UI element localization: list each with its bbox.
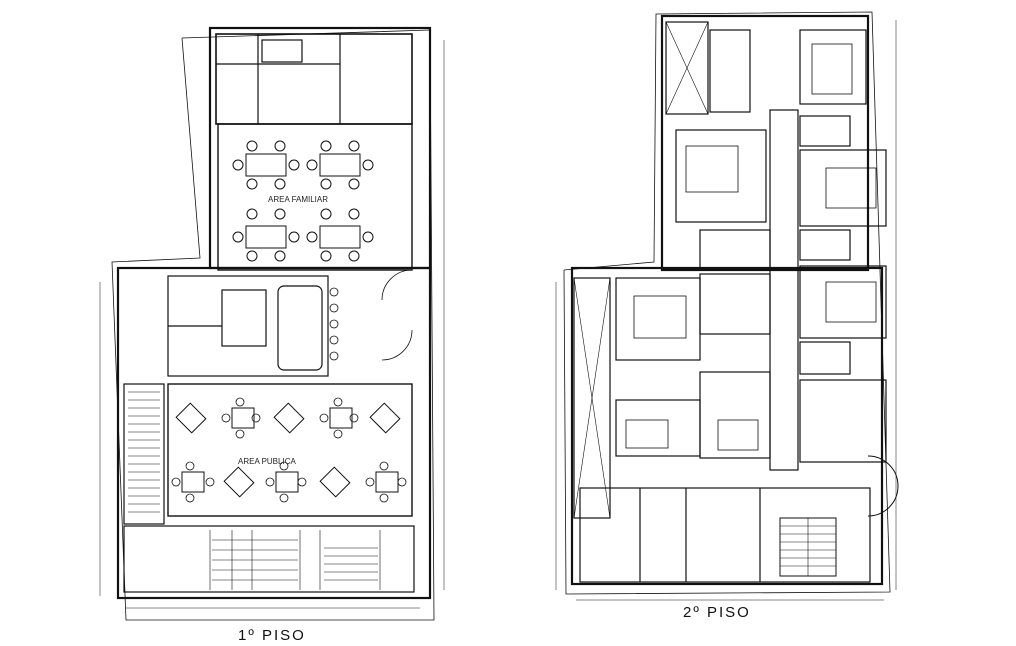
floor-2-bedroom-right-4 [799, 379, 887, 463]
floor-2-bedroom-right-1 [799, 29, 867, 105]
floor-2-corridor [769, 109, 799, 471]
floor-2-bedroom-right-3 [799, 265, 887, 339]
floor-1-left-corridor [123, 383, 165, 525]
floor-2-lower-block-wall [570, 266, 884, 586]
floor-2-plan [555, 11, 899, 601]
floor-1-family-area-room [217, 123, 413, 271]
floor-1-plan [99, 26, 445, 621]
public-area-tables [171, 287, 407, 503]
floor-2-bedroom-center [699, 371, 771, 459]
public-area-label: AREA PUBLICA [238, 457, 296, 466]
floor-2-top-void [665, 21, 709, 115]
floor-1-public-area-room [167, 383, 413, 517]
floor-1-site-boundary [111, 29, 435, 621]
family-area-label: AREA FAMILIAR [268, 195, 328, 204]
floor-2-left-void [573, 277, 611, 519]
floor-2-staircase [779, 517, 837, 577]
floor-2-bedroom-left-1 [675, 129, 767, 223]
floor-1-top-rooms [215, 33, 413, 125]
floor-2-upper-block-wall [660, 14, 870, 272]
family-area-tables [232, 140, 374, 262]
floor-2-bedroom-left-2 [615, 277, 701, 361]
floor-1-caption: 1º PISO [238, 627, 306, 644]
floor-2-bottom-rooms [579, 487, 871, 583]
floor-1-lower-block-wall [116, 266, 432, 600]
floor-2-site-boundary [563, 11, 891, 595]
floor-2-caption: 2º PISO [683, 604, 751, 621]
floor-1-service-strip [123, 525, 415, 593]
floor-2-bedroom-right-2 [799, 149, 887, 227]
